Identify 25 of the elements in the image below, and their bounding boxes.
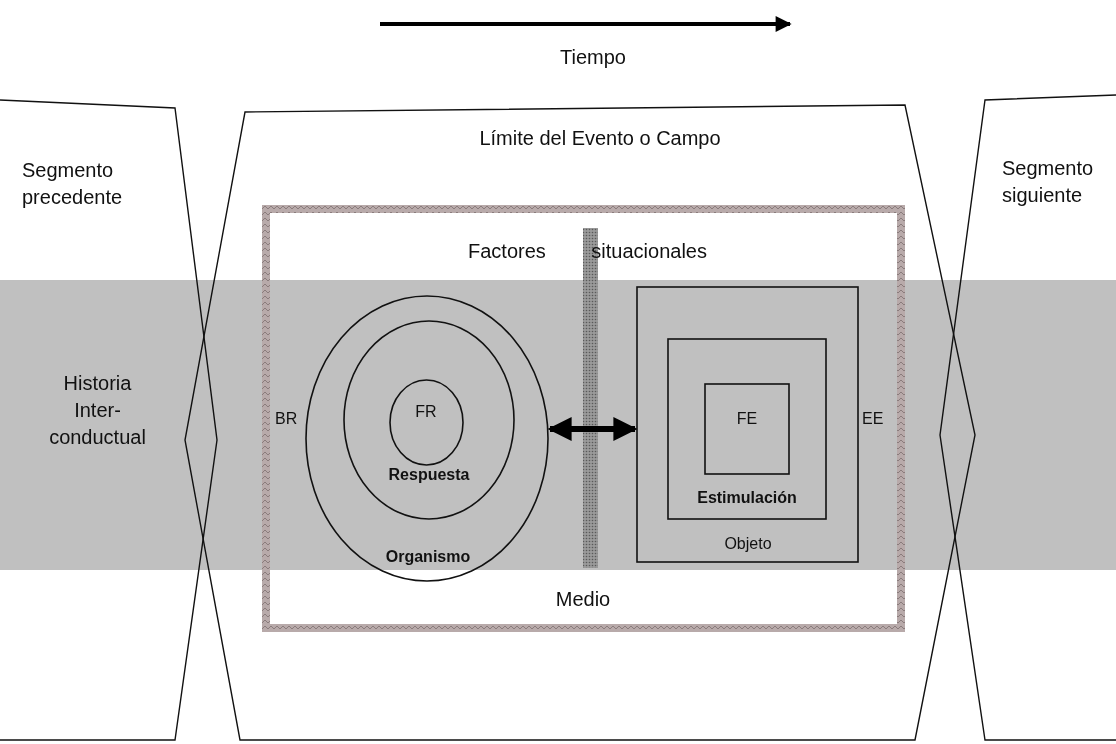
response-function-circle: [389, 379, 464, 466]
node-label: FE: [735, 410, 759, 428]
zone-label: Factores situacionales: [468, 240, 707, 263]
stimulus-function-square: [704, 383, 790, 475]
stimulation-square: [667, 338, 827, 520]
node-label: Segmento precedente: [22, 158, 124, 210]
node-label: Medio: [554, 588, 612, 611]
node-label: Respuesta: [387, 466, 471, 484]
organism-circle: [305, 295, 549, 582]
node-label: Organismo: [384, 548, 472, 566]
node-label: Límite del Evento o Campo: [478, 127, 722, 150]
object-square: [636, 286, 859, 563]
double-arrow: [547, 417, 638, 441]
response-circle: [343, 320, 515, 520]
axis-label: Tiempo: [560, 46, 626, 69]
node-label: Segmento siguiente: [1002, 156, 1095, 208]
segment-outline: [936, 93, 1116, 744]
node-label: FR: [414, 403, 438, 421]
event-boundary: [183, 103, 978, 744]
medium-frame: [262, 205, 905, 632]
node-label: Objeto: [723, 535, 773, 553]
node-label: Estimulación: [696, 489, 798, 507]
abbreviation-label: BR: [275, 410, 298, 428]
band-label: Historia Inter-conductual: [48, 371, 147, 450]
abbreviation-label: EE: [862, 410, 884, 428]
